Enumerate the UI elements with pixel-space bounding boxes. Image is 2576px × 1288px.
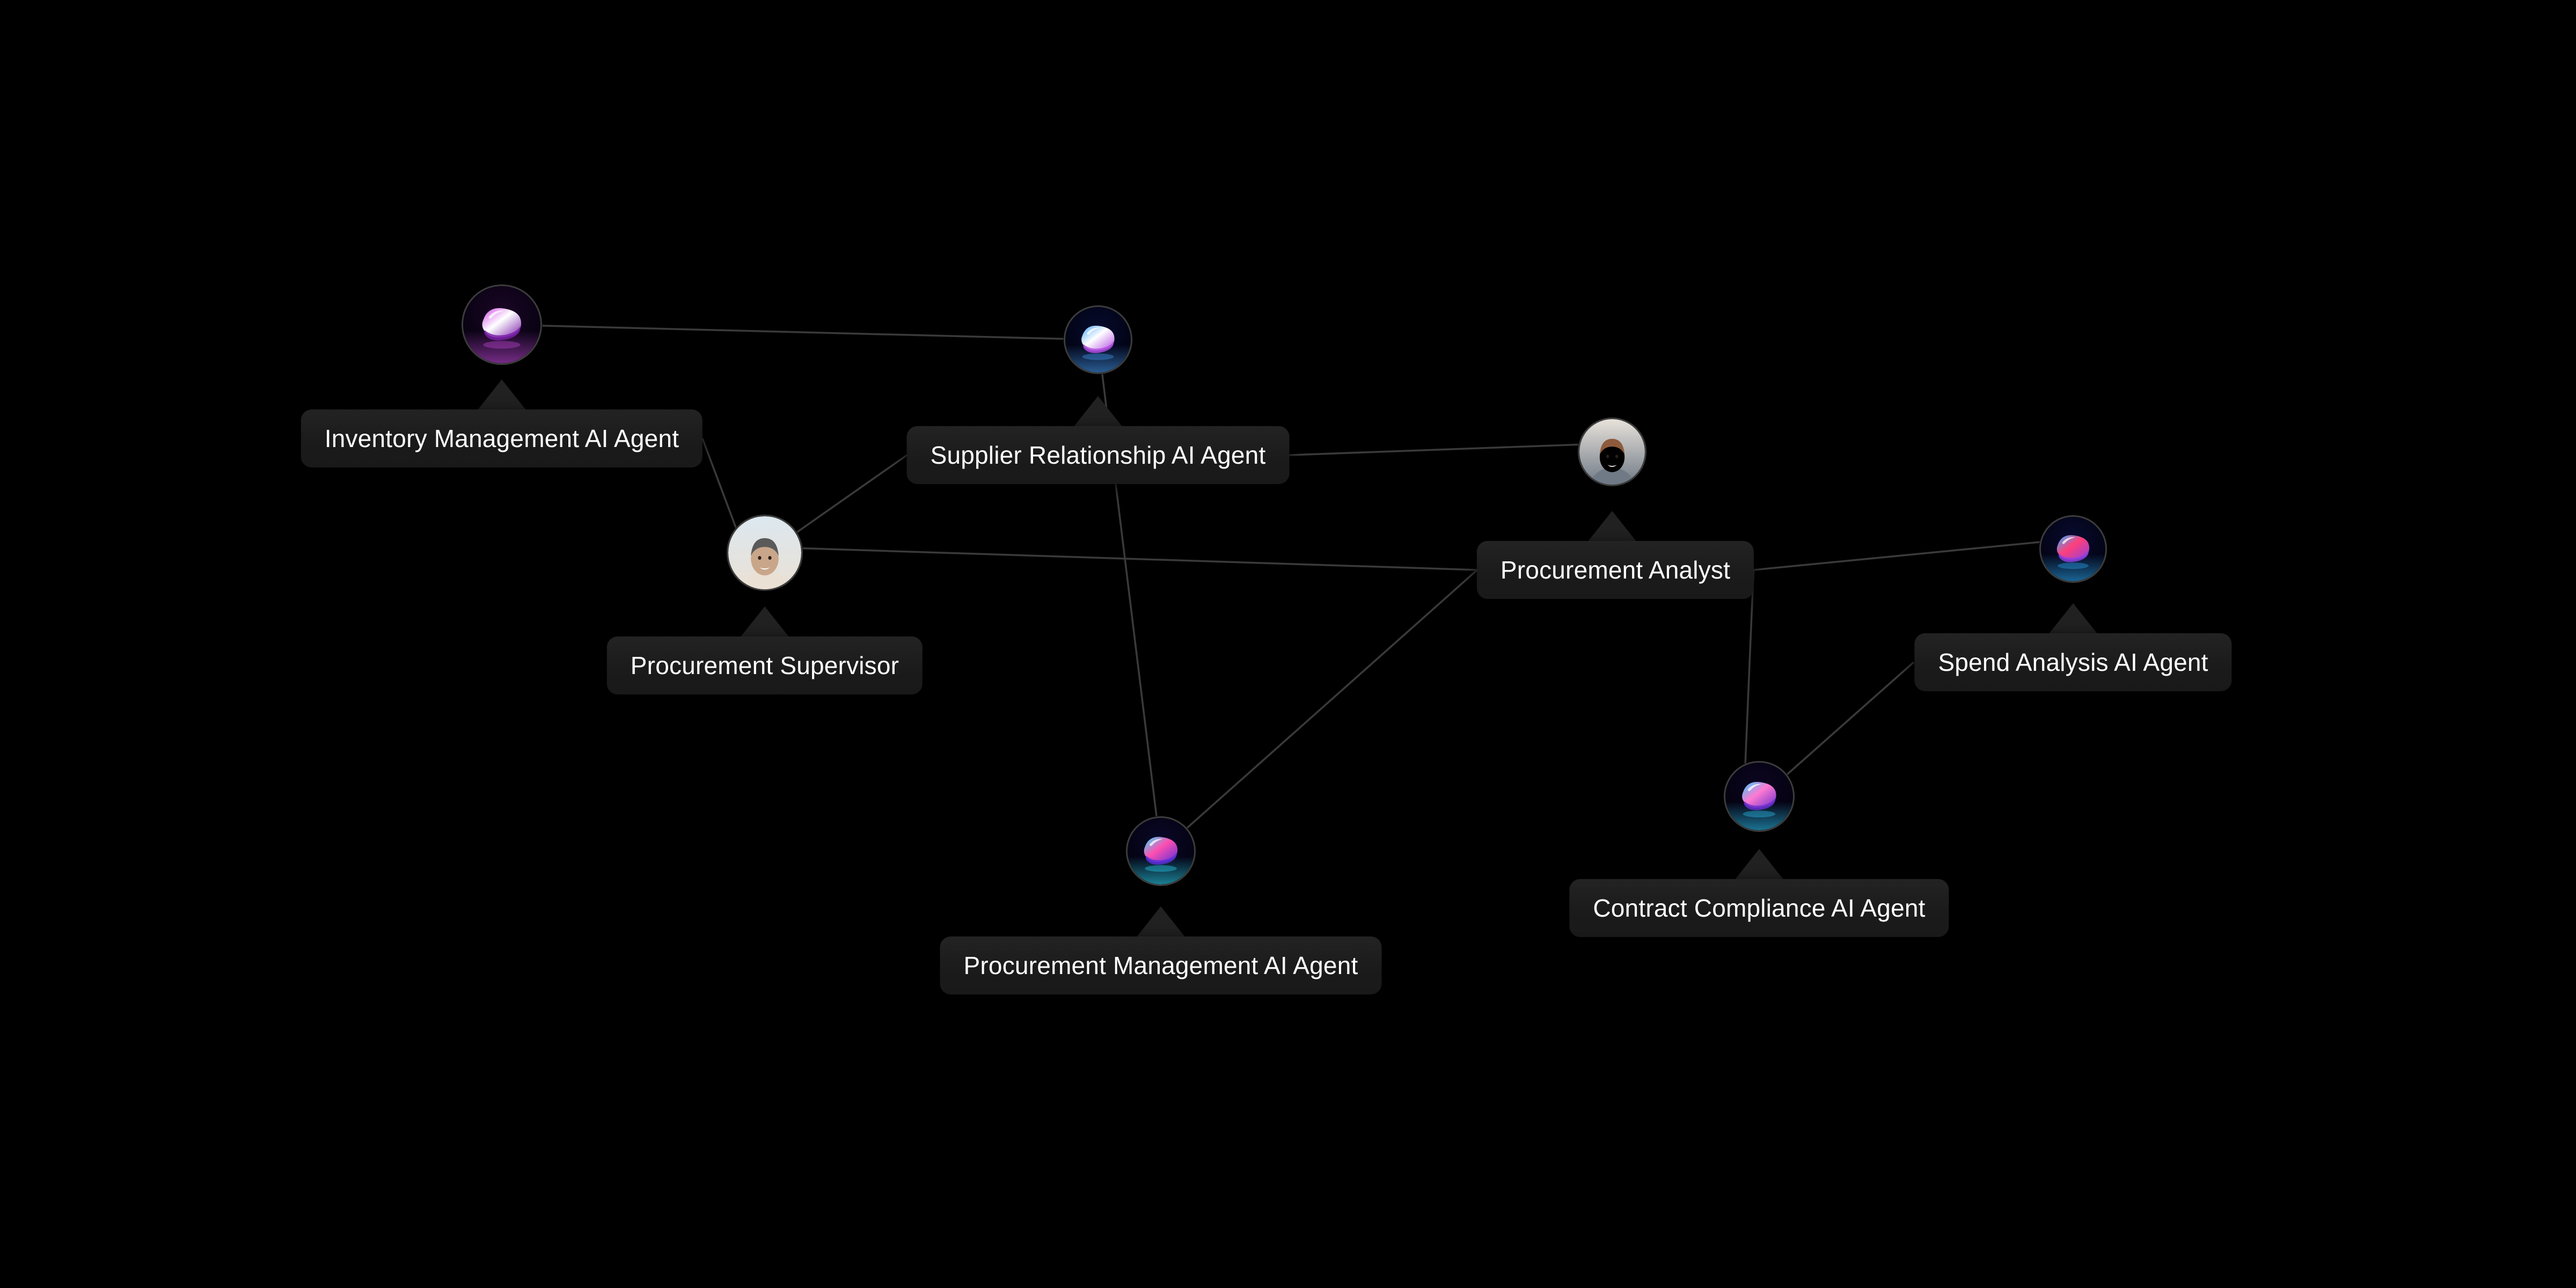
node-label-text: Spend Analysis AI Agent [1938,648,2208,676]
node-label-inventory-management[interactable]: Inventory Management AI Agent [301,409,703,467]
label-tail-inventory-management [477,379,526,411]
node-avatar-inventory-management[interactable] [462,284,542,365]
node-label-contract-compliance[interactable]: Contract Compliance AI Agent [1569,879,1949,937]
person-photo-female-icon [1579,419,1645,485]
node-avatar-contract-compliance[interactable] [1724,761,1795,832]
label-tail-contract-compliance [1735,849,1784,880]
edge-inventory-management-to-procurement-supervisor [701,438,737,529]
label-tail-procurement-supervisor [740,606,789,638]
edge-inventory-management-to-supplier-relationship [541,325,1064,340]
label-tail-spend-analysis [2048,603,2098,634]
gradient-torus-blob-icon [463,286,540,363]
gradient-wave-blob-icon [1065,307,1131,372]
node-avatar-procurement-management[interactable] [1126,816,1196,886]
gradient-fold-blob-icon [1725,763,1793,830]
node-label-procurement-analyst[interactable]: Procurement Analyst [1476,541,1754,599]
node-label-text: Supplier Relationship AI Agent [930,441,1266,469]
node-label-text: Procurement Analyst [1500,556,1731,584]
edge-procurement-analyst-to-spend-analysis [1753,541,2040,571]
edge-procurement-analyst-to-contract-compliance [1744,569,1755,764]
edge-contract-compliance-to-spend-analysis [1786,661,1915,775]
edge-supplier-relationship-to-procurement-analyst [1289,443,1579,456]
node-label-text: Procurement Management AI Agent [963,952,1358,979]
edge-supplier-relationship-to-procurement-supervisor [796,454,908,533]
node-label-procurement-supervisor[interactable]: Procurement Supervisor [606,636,923,694]
edge-procurement-supervisor-to-procurement-analyst [802,547,1477,571]
node-label-procurement-management[interactable]: Procurement Management AI Agent [940,936,1382,994]
node-label-text: Inventory Management AI Agent [324,425,679,452]
node-label-supplier-relationship[interactable]: Supplier Relationship AI Agent [906,426,1290,484]
node-avatar-procurement-analyst[interactable] [1578,418,1646,486]
person-photo-male-icon [728,516,801,589]
edge-procurement-analyst-to-procurement-management [1186,569,1478,829]
label-tail-procurement-management [1136,906,1185,938]
node-avatar-supplier-relationship[interactable] [1064,305,1132,374]
label-tail-procurement-analyst [1587,511,1637,542]
gradient-swoosh-blob-icon [1128,818,1194,884]
gradient-curl-blob-icon [2041,517,2105,581]
node-avatar-spend-analysis[interactable] [2039,515,2107,583]
label-tail-supplier-relationship [1073,396,1123,427]
node-label-text: Contract Compliance AI Agent [1593,894,1926,922]
node-label-spend-analysis[interactable]: Spend Analysis AI Agent [1914,633,2232,691]
node-label-text: Procurement Supervisor [630,652,899,679]
node-avatar-procurement-supervisor[interactable] [727,515,803,591]
